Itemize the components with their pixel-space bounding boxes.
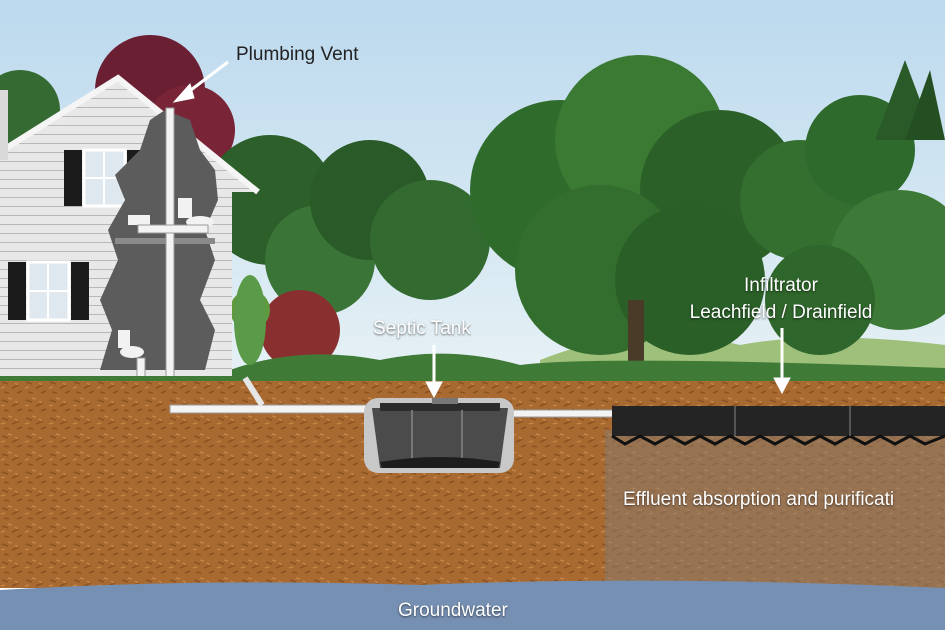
- leachfield-chambers: [611, 406, 945, 446]
- arrows: [172, 60, 791, 399]
- groundwater-band: [0, 580, 945, 630]
- effluent-label: Effluent absorption and purificati: [623, 489, 895, 510]
- absorption-zone: [605, 430, 945, 590]
- septic-tank-label: Septic Tank: [373, 318, 471, 339]
- shrub-line: [230, 353, 945, 382]
- tank-to-field-pipe: [504, 409, 616, 418]
- trees-left: [0, 35, 490, 370]
- house-to-tank-pipe: [169, 404, 376, 414]
- infiltrator-label-line2: Leachfield / Drainfield: [689, 302, 873, 323]
- infiltrator-label-line1: Infiltrator: [744, 275, 818, 296]
- septic-tank-graphic: [364, 398, 514, 473]
- groundwater-label: Groundwater: [398, 600, 508, 621]
- house: [0, 74, 260, 411]
- trees-right: [470, 55, 945, 375]
- plumbing-vent-label: Plumbing Vent: [236, 44, 359, 65]
